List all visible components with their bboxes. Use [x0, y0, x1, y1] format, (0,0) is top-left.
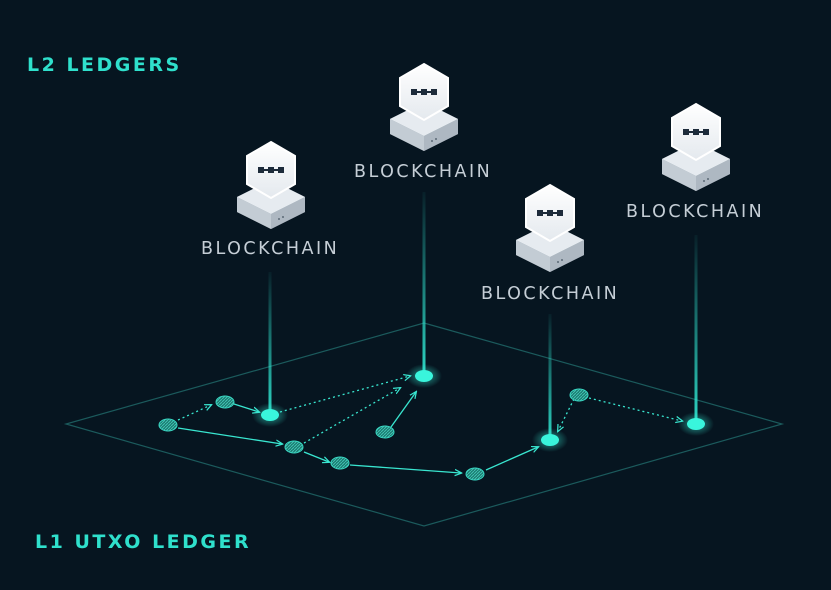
edge-dotted [279, 376, 410, 413]
edge [177, 427, 282, 444]
blockchain-server-3 [516, 183, 584, 272]
anchor-node-2 [415, 370, 433, 382]
blockchain-label-3: BLOCKCHAIN [481, 284, 620, 304]
blockchain-label-4: BLOCKCHAIN [626, 202, 765, 222]
edge-dotted [177, 405, 211, 421]
chain-link-icon [411, 89, 437, 95]
utxo-node [215, 395, 235, 409]
utxo-node [158, 418, 178, 432]
beam-4 [694, 235, 698, 424]
edge-dotted [303, 388, 400, 444]
beam-1 [268, 272, 272, 415]
edge-dotted [558, 398, 575, 431]
edge [390, 392, 416, 428]
blockchain-label-1: BLOCKCHAIN [201, 239, 340, 259]
beam-2 [422, 192, 426, 376]
blockchain-server-2 [390, 62, 458, 151]
anchor-node-4 [687, 418, 705, 430]
utxo-node [465, 467, 485, 481]
chain-link-icon [683, 129, 709, 135]
anchor-node-1 [261, 409, 279, 421]
utxo-node [284, 440, 304, 454]
blockchain-server-1 [237, 140, 305, 229]
utxo-node [330, 456, 350, 470]
chain-link-icon [537, 210, 563, 216]
utxo-node [569, 388, 589, 402]
edge-dotted [588, 397, 682, 421]
utxo-node [375, 425, 395, 439]
blockchain-label-2: BLOCKCHAIN [354, 162, 493, 182]
edge [485, 447, 538, 471]
beam-3 [548, 314, 552, 440]
blockchain-server-4 [662, 102, 730, 191]
l1-ledger-plane [63, 322, 785, 527]
edge [303, 451, 329, 462]
l2-ledgers-label: L2 LEDGERS [27, 54, 182, 76]
chain-link-icon [258, 167, 284, 173]
anchor-node-3 [541, 434, 559, 446]
edge [349, 464, 461, 473]
l1-utxo-ledger-label: L1 UTXO LEDGER [35, 531, 252, 553]
